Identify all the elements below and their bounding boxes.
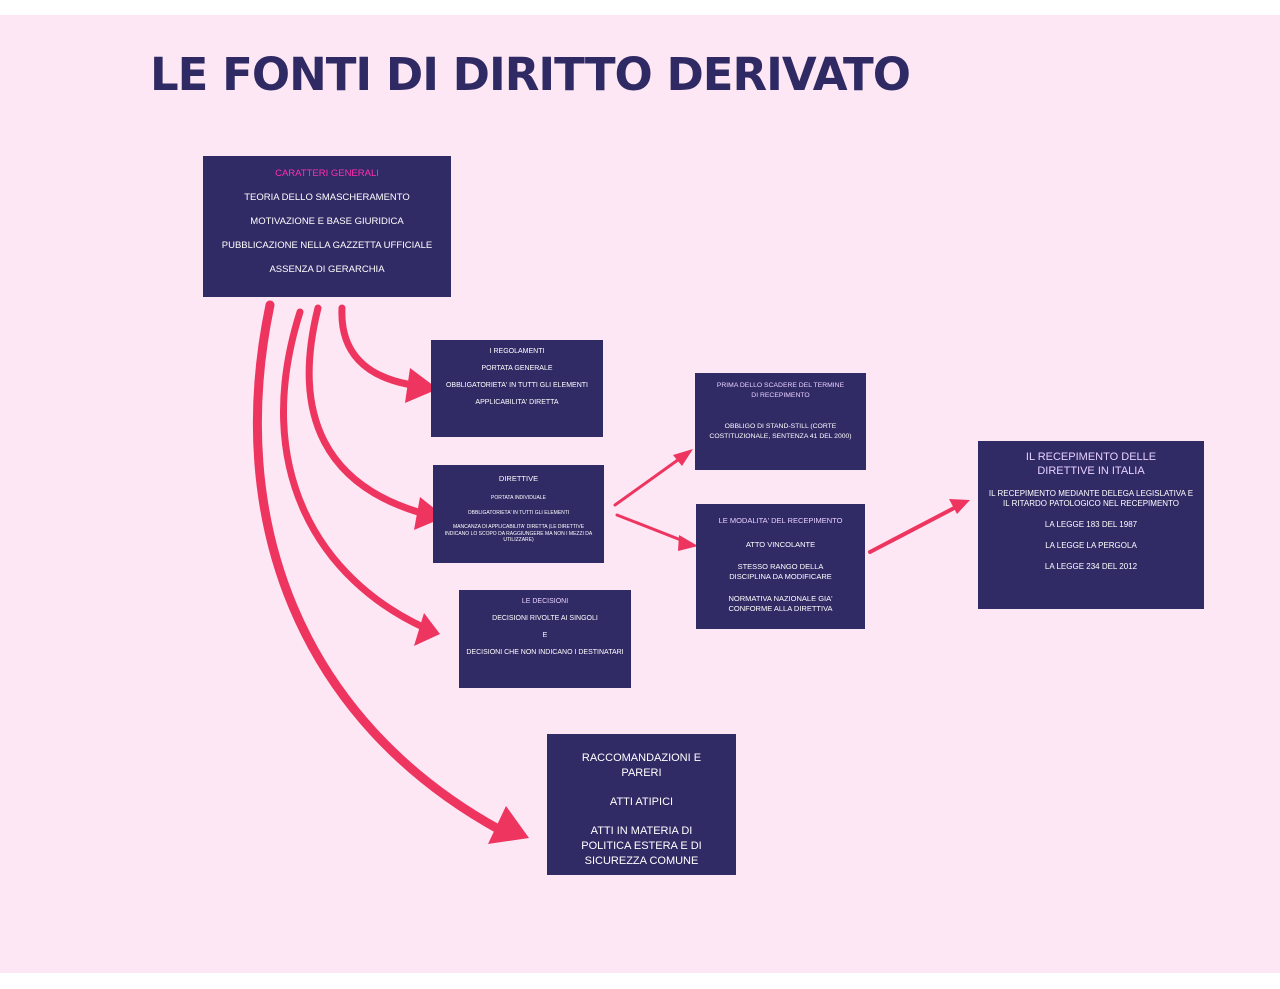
modalita-heading: LE MODALITA' DEL RECEPIMENTO <box>718 516 843 525</box>
raccomandazioni-item: ATTI ATIPICI <box>609 796 674 808</box>
italia-item: LA LEGGE 234 DEL 2012 <box>1044 562 1138 571</box>
modalita-item: STESSO RANGO DELLA DISCIPLINA DA MODIFIC… <box>729 562 832 581</box>
direttive-item: PORTATA INDIVIDUALE <box>491 495 546 501</box>
box-prima-dello-scadere: PRIMA DELLO SCADERE DEL TERMINE DI RECEP… <box>695 373 866 470</box>
modalita-item: ATTO VINCOLANTE <box>745 540 816 549</box>
arrow-direttive-to-modalita <box>615 513 688 544</box>
arrow-direttive-to-prima <box>613 455 684 507</box>
box-direttive: DIRETTIVE PORTATA INDIVIDUALE OBBLIGATOR… <box>433 465 604 563</box>
arrowhead-raccomandazioni <box>488 806 529 844</box>
raccomandazioni-item: ATTI IN MATERIA DI POLITICA ESTERA E DI … <box>581 825 702 867</box>
box-modalita-recepimento: LE MODALITA' DEL RECEPIMENTO ATTO VINCOL… <box>696 504 865 629</box>
arrowhead-italia <box>949 499 970 514</box>
prima-heading: PRIMA DELLO SCADERE DEL TERMINE DI RECEP… <box>716 382 845 399</box>
direttive-item: MANCANZA DI APPLICABILITA' DIRETTA (LE D… <box>444 524 593 543</box>
arrow-modalita-to-italia <box>868 504 960 554</box>
raccomandazioni-item: RACCOMANDAZIONI E PARERI <box>581 752 702 779</box>
italia-item: IL RECEPIMENTO MEDIANTE DELEGA LEGISLATI… <box>988 489 1194 508</box>
caratteri-item: ASSENZA DI GERARCHIA <box>269 264 385 275</box>
box-decisioni: LE DECISIONI DECISIONI RIVOLTE AI SINGOL… <box>459 590 631 688</box>
box-recepimento-italia: IL RECEPIMENTO DELLE DIRETTIVE IN ITALIA… <box>978 441 1204 609</box>
italia-item: LA LEGGE 183 DEL 1987 <box>1044 520 1138 529</box>
prima-item: OBBLIGO DI STAND-STILL (CORTE COSTITUZIO… <box>709 423 852 440</box>
direttive-heading: DIRETTIVE <box>498 474 539 483</box>
arrow-caratteri-to-decisioni <box>280 308 429 632</box>
arrow-caratteri-to-raccomandazioni <box>252 300 505 835</box>
caratteri-item: MOTIVAZIONE E BASE GIURIDICA <box>250 216 404 227</box>
box-regolamenti: I REGOLAMENTI PORTATA GENERALE OBBLIGATO… <box>431 340 603 437</box>
decisioni-item: DECISIONI RIVOLTE AI SINGOLI <box>492 615 598 622</box>
modalita-item: NORMATIVA NAZIONALE GIA' CONFORME ALLA D… <box>728 594 833 613</box>
arrowhead-decisioni <box>414 613 440 646</box>
decisioni-heading: LE DECISIONI <box>521 598 569 605</box>
arrowhead-direttive <box>414 497 445 530</box>
page-title: LE FONTI DI DIRITTO DERIVATO <box>150 48 911 101</box>
caratteri-heading: CARATTERI GENERALI <box>275 168 379 179</box>
italia-heading: IL RECEPIMENTO DELLE DIRETTIVE IN ITALIA <box>1025 451 1157 477</box>
box-raccomandazioni: RACCOMANDAZIONI E PARERI ATTI ATIPICI AT… <box>547 734 736 875</box>
caratteri-item: TEORIA DELLO SMASCHERAMENTO <box>244 192 410 203</box>
decisioni-item: DECISIONI CHE NON INDICANO I DESTINATARI <box>466 649 624 656</box>
italia-item: LA LEGGE LA PERGOLA <box>1045 541 1137 550</box>
box-caratteri-generali: CARATTERI GENERALI TEORIA DELLO SMASCHER… <box>203 156 451 297</box>
arrow-caratteri-to-direttive <box>305 304 422 516</box>
arrowhead-regolamenti <box>405 368 438 403</box>
direttive-item: OBBLIGATORIETA' IN TUTTI GLI ELEMENTI <box>467 509 570 516</box>
arrowhead-prima <box>673 449 693 466</box>
regolamenti-item: OBBLIGATORIETA' IN TUTTI GLI ELEMENTI <box>445 382 588 389</box>
regolamenti-item: PORTATA GENERALE <box>481 365 553 372</box>
arrow-caratteri-to-regolamenti <box>338 304 416 389</box>
arrowhead-modalita <box>678 535 698 551</box>
regolamenti-item: APPLICABILITA' DIRETTA <box>475 399 559 406</box>
caratteri-item: PUBBLICAZIONE NELLA GAZZETTA UFFICIALE <box>221 240 433 251</box>
decisioni-item: E <box>542 632 548 639</box>
regolamenti-heading: I REGOLAMENTI <box>489 348 545 355</box>
